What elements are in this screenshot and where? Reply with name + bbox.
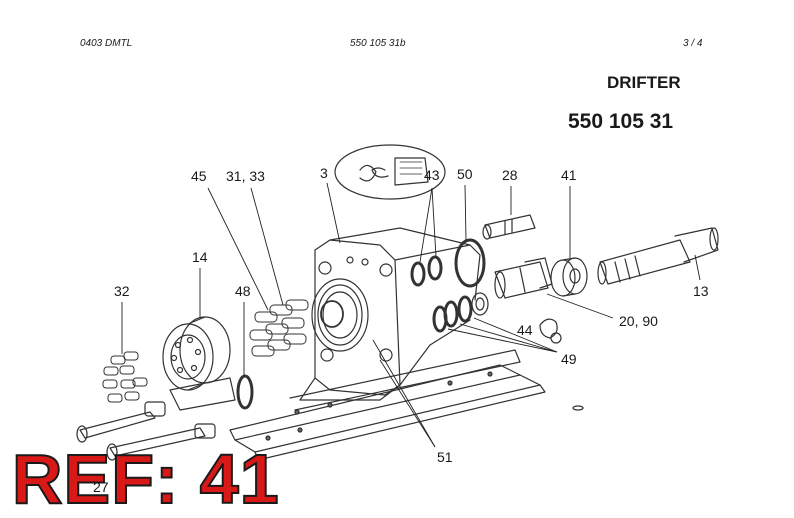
header-drawing-number: 550 105 31b [350,38,406,49]
o-ring-50 [454,238,486,288]
sleeve-20-90 [494,257,553,299]
tie-bolts [76,401,216,461]
callout-13: 13 [693,283,709,299]
o-ring-48 [236,374,254,410]
assembly-number: 550 105 31 [568,110,674,133]
washer-41 [550,257,588,297]
callout-31-33: 31, 33 [226,168,265,184]
seal-44 [471,292,489,316]
bolt-cluster [102,351,148,403]
callout-49: 49 [561,351,577,367]
callout-28: 28 [502,167,518,183]
hand-detail [539,318,562,344]
callout-43: 43 [424,167,440,183]
o-ring-49b [443,300,459,328]
callout-51: 51 [437,449,453,465]
shank-13 [597,227,719,285]
cylinder-body [299,227,481,401]
rotation-motor [162,316,236,411]
callout-27: 27 [93,479,109,495]
piston-28 [482,214,536,240]
small-part [572,405,584,411]
o-ring-43a [410,261,426,287]
piston-face [311,278,369,352]
callout-41: 41 [561,167,577,183]
callout-44: 44 [517,322,533,338]
valve-cluster [249,299,309,357]
header-page-number: 3 / 4 [683,38,703,49]
ref-overlay-label: REF: 41 [11,440,280,518]
leader-lines [121,182,701,448]
callout-32: 32 [114,283,130,299]
callout-14: 14 [192,249,208,265]
callout-45: 45 [191,168,207,184]
o-ring-49c [457,295,473,323]
rail-housing [229,349,546,461]
callout-50: 50 [457,166,473,182]
o-ring-43b [427,255,443,281]
callout-20-90: 20, 90 [619,313,658,329]
assembly-title: DRIFTER [607,73,681,92]
detail-bubble [334,144,446,200]
callout-48: 48 [235,283,251,299]
header-doc-code: 0403 DMTL [80,38,133,49]
callout-3: 3 [320,165,328,181]
